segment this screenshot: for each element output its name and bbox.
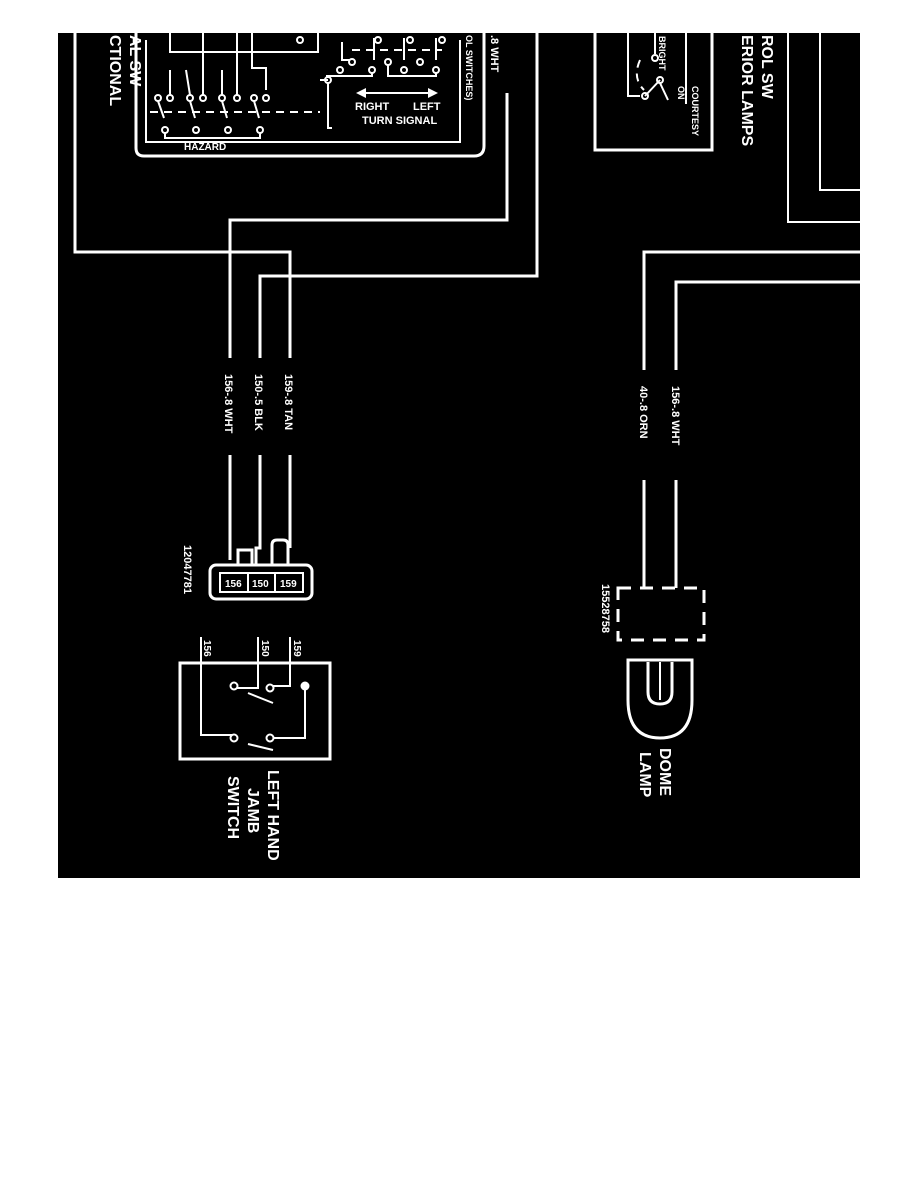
- connector-15528758: [616, 586, 706, 642]
- hazard-contacts: [150, 69, 320, 139]
- connector-12047781: 156 150 159: [208, 563, 314, 601]
- directional-switch-title-line1: CTIONAL: [106, 35, 123, 106]
- hazard-label: HAZARD: [184, 142, 226, 153]
- connector-pin-159: 159: [280, 579, 297, 590]
- wire-right-lower: [787, 33, 860, 223]
- connector-part-number-dome: 15528758: [599, 584, 611, 633]
- directional-switch-title-line2: AL SW: [126, 35, 143, 87]
- turn-signal-label: TURN SIGNAL: [362, 115, 437, 127]
- wire-label-156-dome: 156-.8 WHT: [669, 386, 681, 446]
- left-hand-jamb-switch: 156 150 159: [178, 637, 332, 761]
- jamb-pin-159: 159: [291, 640, 302, 657]
- jamb-switch-label-line1: LEFT HAND: [264, 770, 281, 861]
- dome-lamp-bulb: [626, 658, 694, 740]
- right-label: RIGHT: [355, 101, 390, 113]
- bright-label: BRIGHT: [657, 36, 667, 71]
- jamb-wire-harness: [73, 33, 539, 565]
- connector-part-number-jamb: 12047781: [181, 545, 193, 594]
- jamb-pin-156: 156: [201, 640, 212, 657]
- interior-lamps-title-line1: ERIOR LAMPS: [738, 35, 755, 146]
- left-label: LEFT: [413, 101, 441, 113]
- wire-label-40-orn: 40-.8 ORN: [637, 386, 649, 439]
- wire-right-upper: [819, 33, 860, 191]
- directional-signal-switch: CTIONAL AL SW OL SWITCHES) HAZARD: [106, 33, 486, 158]
- turn-signal-contacts: [320, 36, 446, 129]
- wire-label-top-wht: .8 WHT: [488, 35, 500, 73]
- on-label: ON: [676, 86, 686, 100]
- dome-lamp-label-line2: LAMP: [636, 752, 653, 798]
- dome-lamp-label-line1: DOME: [656, 748, 673, 796]
- terminal: [296, 36, 304, 44]
- interior-lamps-title-line2: ROL SW: [758, 35, 775, 100]
- jamb-pin-150: 150: [259, 640, 270, 657]
- jamb-switch-label-line3: SWITCH: [224, 776, 241, 839]
- wire-label-156: 156-.8 WHT: [222, 374, 234, 434]
- dome-lamp-circuit: [616, 250, 860, 740]
- wire-label-150: 150-.5 BLK: [252, 374, 264, 431]
- interior-lamps-control-switch: BRIGHT ON COURTESY ERIOR LAMPS ROL SW: [593, 33, 775, 152]
- wire-label-159: 159-.8 TAN: [282, 374, 294, 430]
- connector-pin-156: 156: [225, 579, 242, 590]
- diagram-background: [58, 33, 860, 878]
- jamb-switch-label-line2: JAMB: [244, 788, 261, 833]
- courtesy-label: COURTESY: [690, 86, 700, 136]
- directional-switch-side-note: OL SWITCHES): [464, 35, 474, 100]
- connector-pin-150: 150: [252, 579, 269, 590]
